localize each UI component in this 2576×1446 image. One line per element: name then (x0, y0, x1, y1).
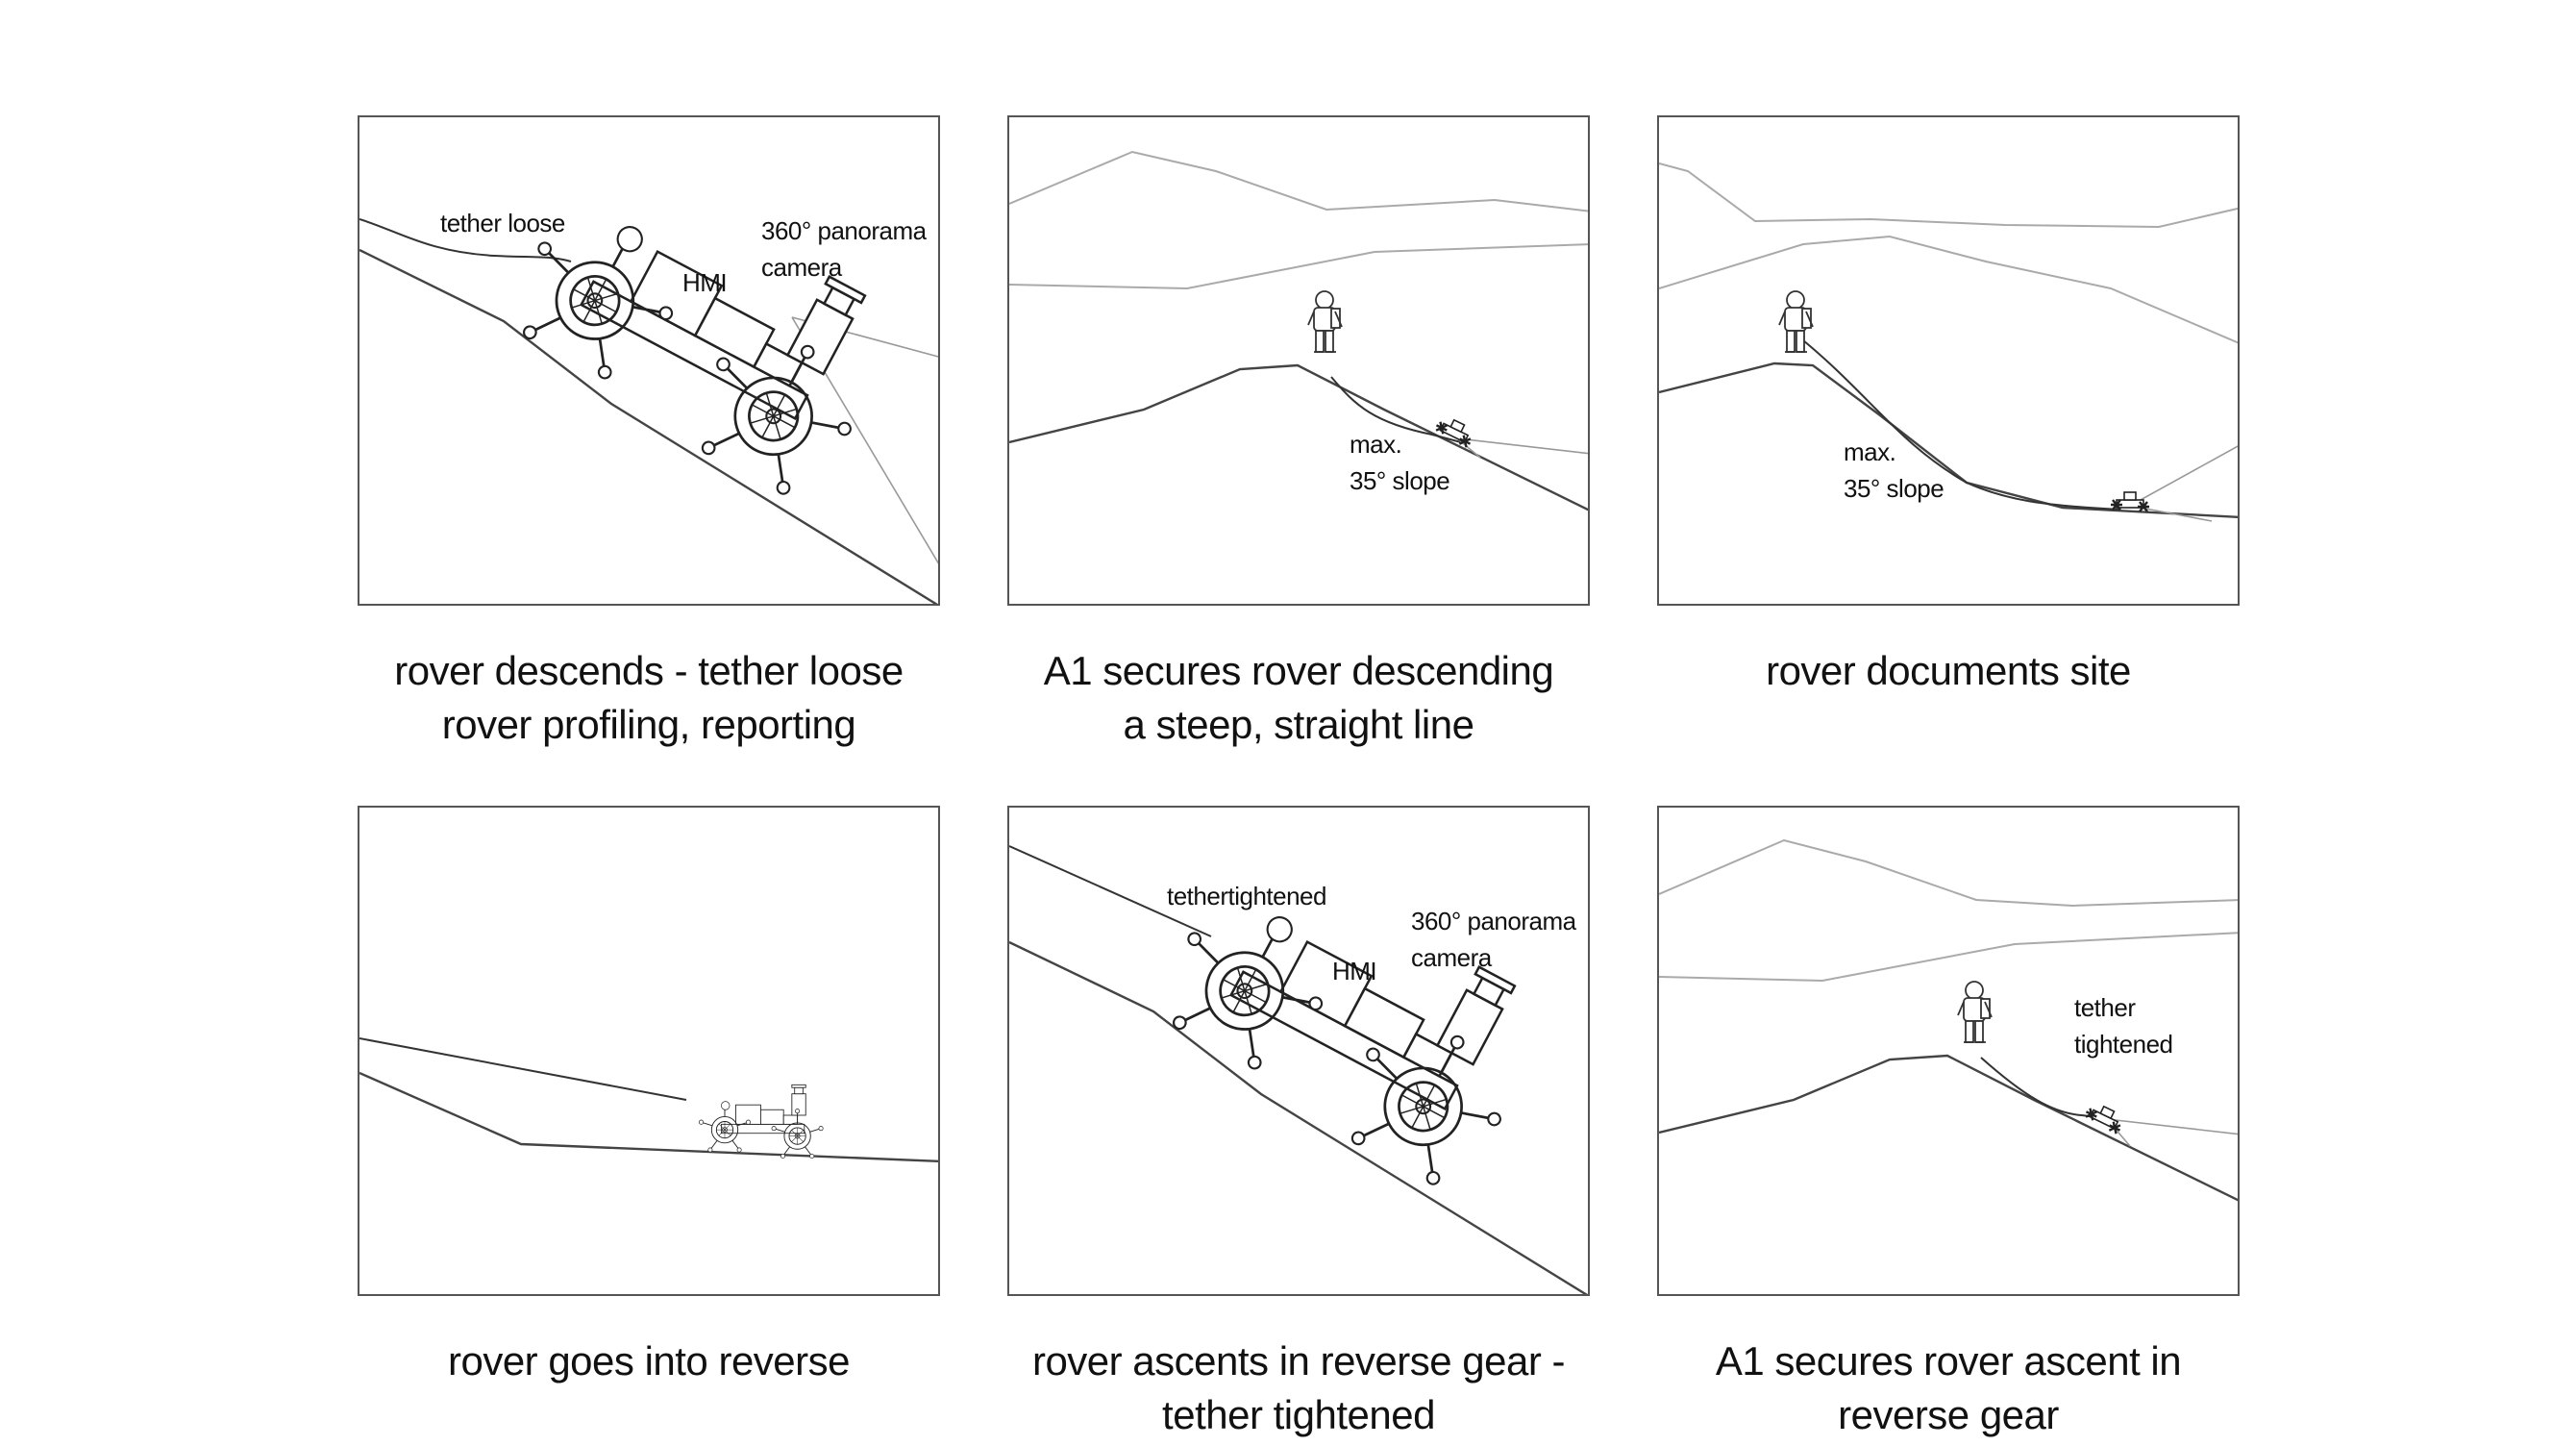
tether-label: tether loose (440, 209, 565, 237)
caption-rover-ascends-reverse: rover ascents in reverse gear - tether t… (972, 1334, 1625, 1442)
caption-line: rover goes into reverse (447, 1338, 851, 1384)
caption-a1-secures-descending: A1 secures rover descending a steep, str… (972, 644, 1625, 752)
diagram-rover-documents-site (1659, 162, 2238, 522)
caption-line: tether tightened (1162, 1392, 1435, 1437)
panel-rover-goes-into-reverse (358, 806, 940, 1296)
caption-line: A1 secures rover ascent in (1715, 1338, 2182, 1384)
tether-label: tethertightened (1167, 882, 1326, 910)
diagram-rover-goes-into-reverse (359, 1037, 938, 1163)
astronaut-figure (1957, 981, 1993, 1043)
slope-label-line2: 35° slope (1350, 466, 1450, 495)
slope-label-line1: max. (1844, 437, 1896, 466)
rover-mini (1432, 412, 1478, 450)
caption-line: rover descends - tether loose (394, 648, 904, 693)
rover-illustration (699, 1084, 823, 1158)
astronaut-figure (1307, 290, 1343, 353)
diagram-rover-ascends-reverse (1009, 808, 1588, 1294)
caption-line: a steep, straight line (1123, 702, 1474, 747)
hmi-label: HMI (1332, 957, 1377, 985)
astronaut-figure (1778, 290, 1814, 353)
caption-line: A1 secures rover descending (1043, 648, 1554, 693)
hmi-label: HMI (682, 268, 728, 297)
caption-a1-secures-ascent: A1 secures rover ascent in reverse gear (1622, 1334, 2275, 1442)
rover-mini (2082, 1099, 2128, 1136)
caption-line: rover ascents in reverse gear - (1031, 1338, 1566, 1384)
camera-label-line2: camera (1411, 943, 1492, 972)
caption-line: rover documents site (1766, 648, 2131, 693)
camera-label-line1: 360° panorama (761, 216, 927, 245)
tether-label-line2: tightened (2074, 1030, 2173, 1059)
diagram-a1-secures-descending (1009, 150, 1588, 511)
caption-rover-documents-site: rover documents site (1622, 644, 2275, 698)
tether-label-line1: tether (2074, 993, 2136, 1022)
camera-label-line2: camera (761, 253, 842, 282)
camera-label-line1: 360° panorama (1411, 907, 1576, 935)
panel-rover-documents-site: max. 35° slope (1657, 115, 2240, 606)
panel-a1-secures-descending: max. 35° slope (1007, 115, 1590, 606)
slope-label-line1: max. (1350, 430, 1402, 459)
caption-line: reverse gear (1838, 1392, 2059, 1437)
panel-rover-ascends-reverse: tethertightened HMI 360° panorama camera (1007, 806, 1590, 1296)
diagram-a1-secures-ascent (1659, 838, 2238, 1202)
slope-label-line2: 35° slope (1844, 474, 1944, 503)
diagram-rover-descends (359, 117, 938, 604)
caption-rover-goes-into-reverse: rover goes into reverse (322, 1334, 976, 1388)
panel-rover-descends: tether loose HMI 360° panorama camera (358, 115, 940, 606)
panel-a1-secures-ascent: tether tightened (1657, 806, 2240, 1296)
caption-line: rover profiling, reporting (441, 702, 856, 747)
rover-illustration (490, 150, 909, 509)
caption-rover-descends: rover descends - tether loose rover prof… (322, 644, 976, 752)
